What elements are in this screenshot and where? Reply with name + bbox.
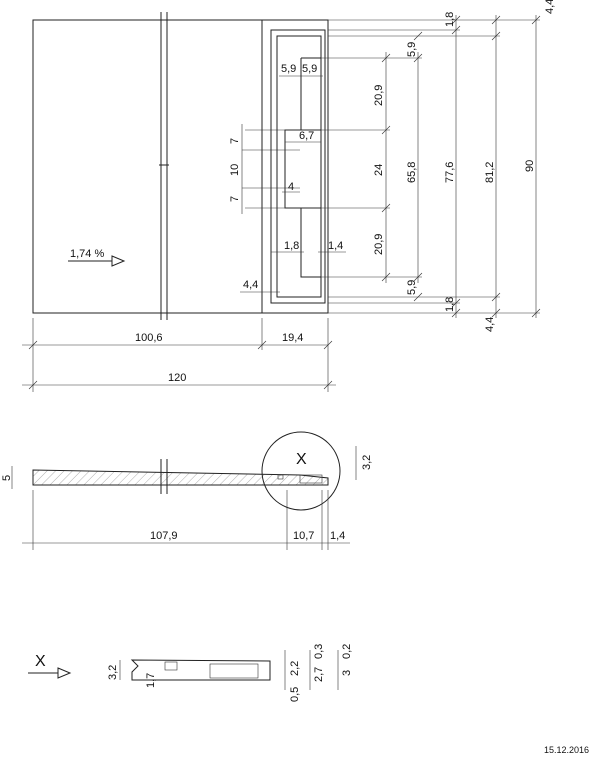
- drawing-date: 15.12.2016: [544, 745, 589, 755]
- dim-detail-1-7: 1,7: [145, 673, 157, 688]
- detail-circle: [261, 431, 341, 511]
- dim-outer-4-4-bottom: 4,4: [484, 317, 496, 332]
- channel-outer-frame: [270, 29, 326, 304]
- view-arrow-head: [57, 667, 72, 679]
- dim-120: 120: [168, 372, 186, 384]
- right-ticks: [381, 15, 541, 318]
- tick: [28, 340, 38, 350]
- tick: [323, 380, 333, 390]
- plan-view: 1,74 % 100,6 19,4 120: [22, 0, 556, 392]
- dim-detail-5-9-right: 5,9: [302, 63, 317, 75]
- dim-detail-7-bottom: 7: [229, 196, 241, 202]
- dim-outer-1-8-bottom: 1,8: [444, 297, 456, 312]
- slab-outline: [32, 19, 329, 314]
- section-profile: [32, 469, 329, 486]
- detail-marker: X: [296, 451, 307, 468]
- dim-outer-77-6: 77,6: [444, 162, 456, 183]
- dim-inner-20-9-bottom: 20,9: [373, 234, 385, 255]
- dim-detail-10: 10: [229, 164, 241, 176]
- dim-100-6: 100,6: [135, 332, 163, 344]
- dim-section-5: 5: [1, 475, 13, 481]
- dim-outer-90: 90: [524, 160, 536, 172]
- dim-detail-0-3: 0,3: [313, 644, 325, 659]
- dim-inner-5-9-bottom: 5,9: [406, 280, 418, 295]
- detail-view-marker: X: [35, 653, 46, 670]
- tick: [323, 340, 333, 350]
- dim-outer-81-2: 81,2: [484, 162, 496, 183]
- slope-label: 1,74 %: [70, 248, 104, 260]
- dim-detail-3-2: 3,2: [107, 665, 119, 680]
- dim-section-107-9: 107,9: [150, 530, 178, 542]
- detail-channel: [209, 663, 259, 679]
- dim-detail-0-5: 0,5: [289, 687, 301, 702]
- detail-notch: [164, 661, 178, 671]
- tick: [257, 340, 267, 350]
- slope-arrow-head: [111, 255, 126, 267]
- section-view: X 5 3,2 107,9 10,7 1,4: [1, 431, 373, 550]
- dim-inner-24: 24: [373, 164, 385, 176]
- dim-detail-1-4: 1,4: [328, 240, 343, 252]
- section-notch: [277, 474, 284, 480]
- section-channel: [299, 474, 323, 484]
- dim-detail-6-7: 6,7: [299, 130, 314, 142]
- dim-section-3-2: 3,2: [361, 455, 373, 470]
- right-dimension-lines: [245, 15, 540, 318]
- dim-detail-3: 3: [341, 670, 353, 676]
- dim-detail-1-8: 1,8: [284, 240, 299, 252]
- channel-inner-frame: [276, 35, 322, 298]
- dim-detail-5-9-left: 5,9: [281, 63, 296, 75]
- dim-section-10-7: 10,7: [293, 530, 314, 542]
- tick: [28, 380, 38, 390]
- dim-detail-4: 4: [288, 181, 294, 193]
- dim-detail-7-top: 7: [229, 138, 241, 144]
- dim-detail-0-2: 0,2: [341, 644, 353, 659]
- detail-view: X 3,2 1,7 2,2 0,3 0,2 2,7 3 0,5: [28, 644, 353, 702]
- dim-outer-4-4-top: 4,4: [544, 0, 556, 14]
- detail-profile: [130, 659, 271, 681]
- dim-outer-1-8-top: 1,8: [444, 12, 456, 27]
- dim-inner-20-9-top: 20,9: [373, 85, 385, 106]
- dim-detail-2-2: 2,2: [289, 661, 301, 676]
- dim-detail-2-7: 2,7: [313, 667, 325, 682]
- dim-19-4: 19,4: [282, 332, 303, 344]
- dim-section-1-4: 1,4: [330, 530, 345, 542]
- dim-inner-65-8: 65,8: [406, 162, 418, 183]
- dim-detail-4-4: 4,4: [243, 279, 258, 291]
- dim-inner-5-9-top: 5,9: [406, 42, 418, 57]
